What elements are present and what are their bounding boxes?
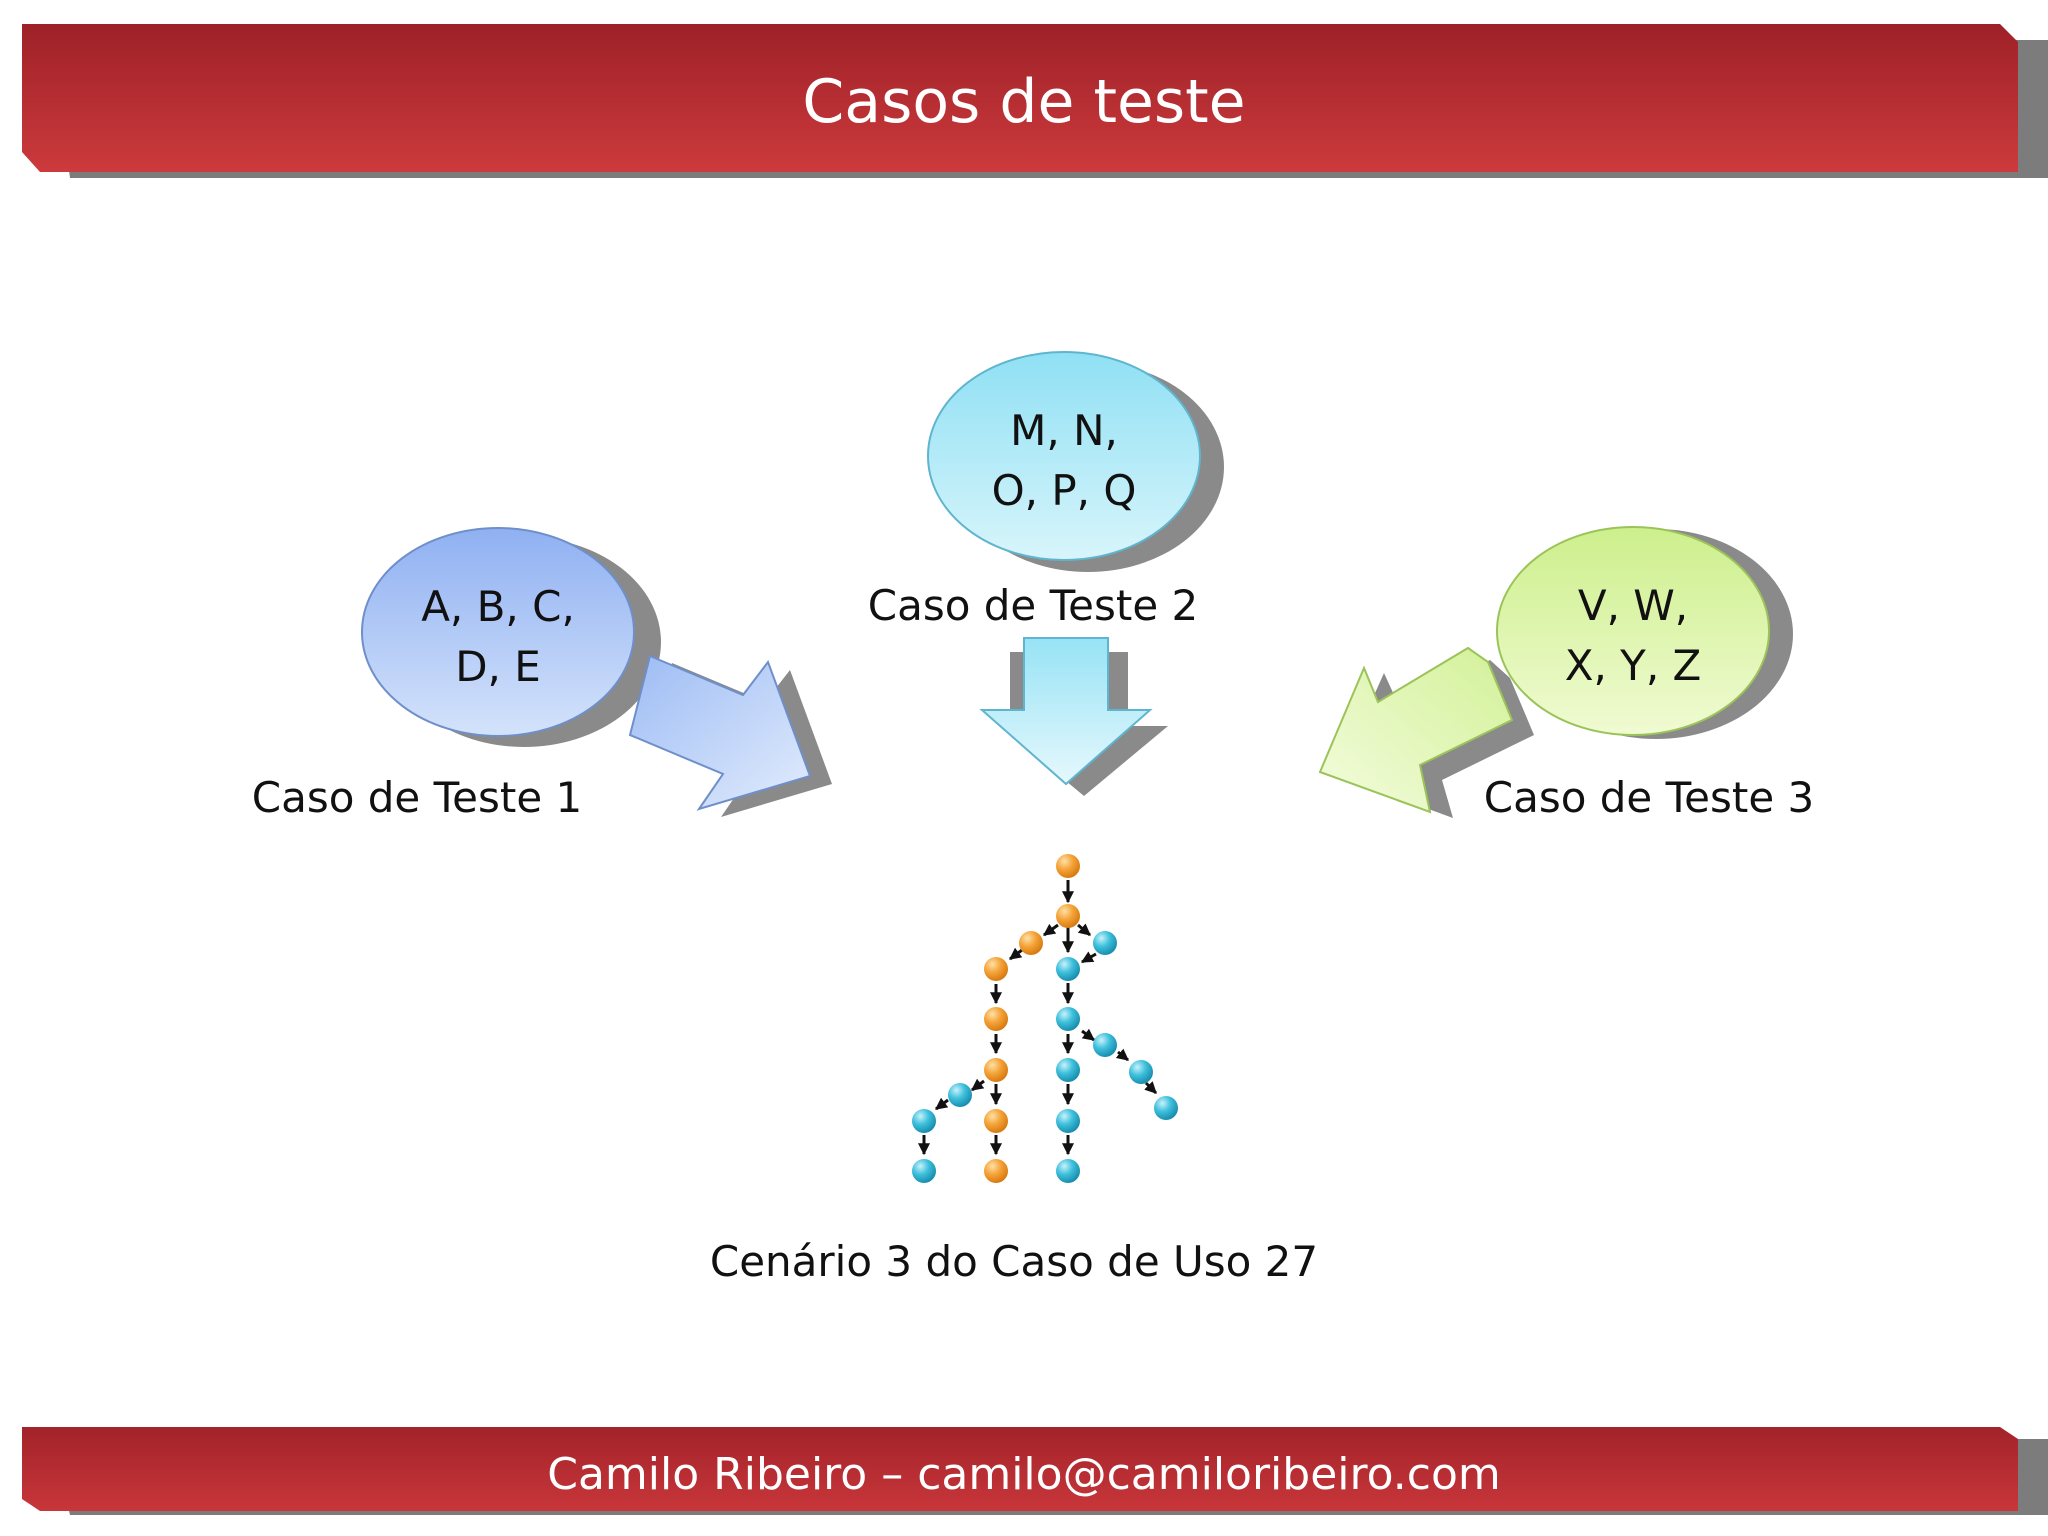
test-case-1-bubble (361, 527, 635, 737)
test-case-1-bubble-line-1: A, B, C, (421, 582, 575, 631)
node-orange (984, 1007, 1008, 1031)
node-cyan (1093, 931, 1117, 955)
test-case-2-bubble-line-1: M, N, (1010, 406, 1118, 455)
node-orange (984, 1109, 1008, 1133)
node-cyan (1056, 1058, 1080, 1082)
node-cyan (912, 1109, 936, 1133)
test-case-3-bubble (1496, 526, 1770, 736)
scenario-graph-nodes (912, 854, 1178, 1183)
node-orange (984, 1058, 1008, 1082)
scenario-graph (912, 854, 1178, 1183)
node-cyan (912, 1159, 936, 1183)
node-cyan (1129, 1060, 1153, 1084)
node-orange (1056, 904, 1080, 928)
node-cyan (1093, 1033, 1117, 1057)
test-case-3-bubble-line-1: V, W, (1578, 581, 1688, 630)
test-case-3-label: Caso de Teste 3 (1484, 773, 1814, 822)
header-banner: Casos de teste (0, 20, 2048, 180)
scenario-label: Cenário 3 do Caso de Uso 27 (710, 1237, 1318, 1286)
footer-text: Camilo Ribeiro – camilo@camiloribeiro.co… (547, 1449, 1501, 1500)
node-cyan (1056, 1159, 1080, 1183)
header-banner-shape (22, 24, 2048, 178)
test-case-1-label: Caso de Teste 1 (252, 773, 582, 822)
node-orange (984, 1159, 1008, 1183)
node-orange (1056, 854, 1080, 878)
footer-banner-shape (22, 1427, 2048, 1515)
test-case-1-arrow (628, 654, 812, 811)
test-case-2-label: Caso de Teste 2 (868, 581, 1198, 630)
node-cyan (948, 1083, 972, 1107)
test-case-3-bubble-line-2: X, Y, Z (1565, 641, 1702, 690)
node-cyan (1056, 957, 1080, 981)
test-case-2-bubble (927, 351, 1201, 561)
slide-title: Casos de teste (802, 67, 1246, 137)
node-cyan (1056, 1109, 1080, 1133)
test-case-2-bubble-line-2: O, P, Q (992, 466, 1137, 515)
test-case-3: V, W, X, Y, Z Caso de Teste 3 (1318, 526, 1814, 822)
diagram: A, B, C, D, E Caso de Teste 1 M, N, O, P… (252, 351, 1814, 1286)
node-orange (1019, 931, 1043, 955)
node-cyan (1056, 1007, 1080, 1031)
node-orange (984, 957, 1008, 981)
node-cyan (1154, 1096, 1178, 1120)
scenario-graph-edges (918, 880, 1158, 1156)
footer-banner: Camilo Ribeiro – camilo@camiloribeiro.co… (0, 1425, 2048, 1515)
test-case-3-arrow (1318, 646, 1514, 814)
test-case-2-arrow (979, 637, 1153, 786)
test-case-2: M, N, O, P, Q Caso de Teste 2 (868, 351, 1224, 796)
test-case-1: A, B, C, D, E Caso de Teste 1 (252, 527, 832, 822)
test-case-1-bubble-line-2: D, E (455, 642, 541, 691)
